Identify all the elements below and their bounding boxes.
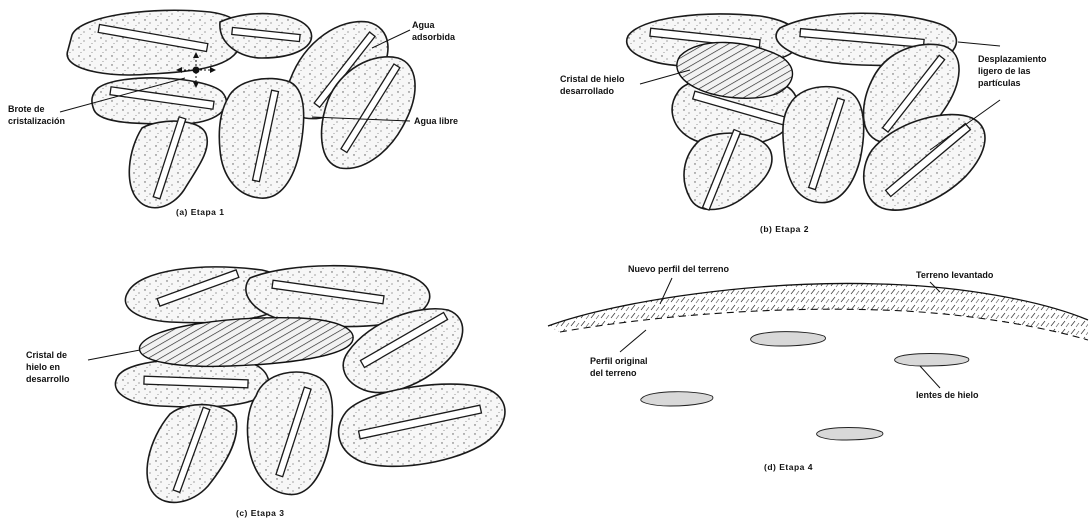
label-lentes-hielo: lentes de hielo [916, 390, 979, 400]
ice-lens [751, 332, 826, 346]
ice-lens [895, 354, 969, 367]
label-perfil-original-2: del terreno [590, 368, 637, 378]
label-agua-adsorbida-1: Agua [412, 20, 435, 30]
label-perfil-original-1: Perfil original [590, 356, 648, 366]
ground-surface [548, 283, 1088, 340]
ice-crystal [139, 318, 353, 367]
panel-a: Agua adsorbida Brote de cristalización A… [8, 10, 458, 217]
label-desplazamiento-3: partículas [978, 78, 1021, 88]
label-terreno-levantado: Terreno levantado [916, 270, 994, 280]
label-nuevo-perfil: Nuevo perfil del terreno [628, 264, 730, 274]
leader-line [958, 42, 1000, 46]
label-cristal-b-2: desarrollado [560, 86, 615, 96]
caption-b: (b) Etapa 2 [760, 224, 809, 234]
label-agua-adsorbida-2: adsorbida [412, 32, 456, 42]
panel-b: Cristal de hielo desarrollado Desplazami… [560, 13, 1047, 234]
ice-lens [641, 392, 713, 406]
panel-c: Cristal de hielo en desarrollo (c) Etapa… [26, 266, 505, 518]
caption-a: (a) Etapa 1 [176, 207, 225, 217]
label-cristal-b-1: Cristal de hielo [560, 74, 625, 84]
label-cristal-c-1: Cristal de [26, 350, 67, 360]
label-cristal-c-3: desarrollo [26, 374, 70, 384]
label-cristal-c-2: hielo en [26, 362, 60, 372]
ice-lens [817, 428, 883, 441]
leader-line [920, 366, 940, 388]
caption-d: (d) Etapa 4 [764, 462, 813, 472]
label-brote-2: cristalización [8, 116, 65, 126]
label-agua-libre: Agua libre [414, 116, 458, 126]
label-brote-1: Brote de [8, 104, 45, 114]
label-desplazamiento-2: ligero de las [978, 66, 1031, 76]
panel-d: Nuevo perfil del terreno Terreno levanta… [548, 264, 1088, 472]
leader-line [88, 350, 140, 360]
label-desplazamiento-1: Desplazamiento [978, 54, 1047, 64]
leader-line [620, 330, 646, 352]
caption-c: (c) Etapa 3 [236, 508, 285, 518]
